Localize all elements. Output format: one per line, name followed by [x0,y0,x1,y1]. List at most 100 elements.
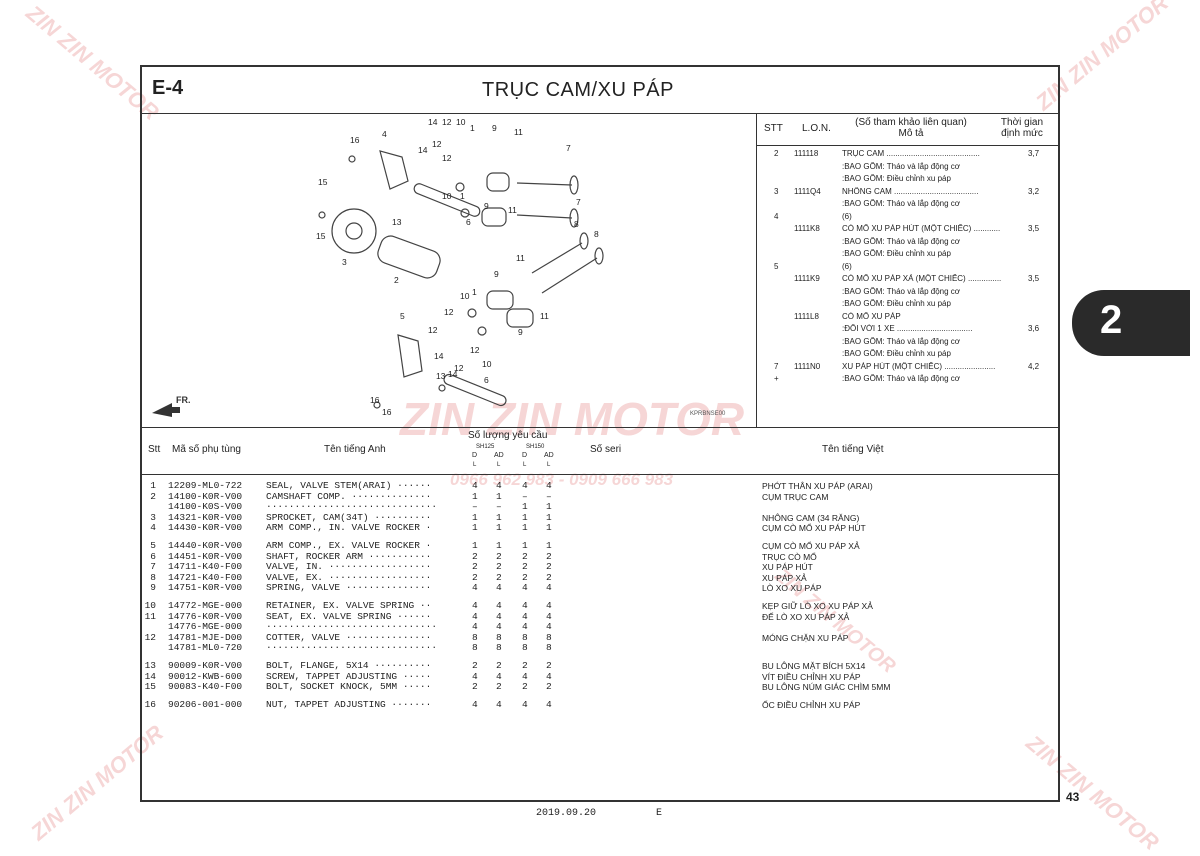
reference-row: +:BAO GỒM: Tháo và lắp động cơ [756,374,1060,386]
ref-desc: :BAO GỒM: Điều chỉnh xu páp [842,249,951,258]
ref-lon: 1111L8 [794,311,819,321]
svg-text:11: 11 [516,253,525,263]
part-name-vn: ỐC ĐIỀU CHỈNH XU PÁP [762,699,861,710]
part-row[interactable]: 14781-ML0-720···························… [142,643,1058,653]
part-number: 12209-ML0-722 [168,480,243,491]
part-stt: 2 [150,490,156,502]
svg-text:12: 12 [470,345,480,355]
part-name-vn: PHỚT THÂN XU PÁP (ARAI) [762,481,873,491]
part-qty: 2 [546,660,552,671]
col-stt: Stt [148,444,161,455]
ref-stt: 7 [774,361,779,371]
part-name-vn: TRỤC CÒ MỔ [762,551,817,562]
part-name-vn: BU LÔNG NÚM GIÁC CHÌM 5MM [762,682,891,693]
front-arrow-icon [152,403,180,417]
part-row[interactable]: 2 14100-K0R-V00 CAMSHAFT COMP. ···········… [142,490,1058,502]
svg-text:12: 12 [442,153,452,163]
col-name-en: Tên tiếng Anh [324,444,386,455]
svg-text:7: 7 [576,197,581,207]
part-qty: 4 [522,600,528,611]
part-number: 90083-K40-F00 [168,681,243,693]
part-name-en: CAMSHAFT COMP. ·············· [266,490,432,502]
col-variant-3: D [522,452,528,459]
footer-date: 2019.09.20 [536,808,597,819]
ref-time: 4,2 [1028,361,1040,371]
svg-text:5: 5 [400,311,405,321]
part-qty: 4 [496,582,502,594]
ref-desc: TRỤC CAM ...............................… [842,149,980,158]
svg-text:14: 14 [448,369,458,379]
part-qty: 1 [522,511,528,523]
part-name-vn: KẸP GIỮ LÒ XO XU PÁP XẢ [762,601,873,611]
reference-table: STT L.O.N. (Số tham khảo liên quan) Mô t… [756,113,1060,427]
ref-desc: :BAO GỒM: Tháo và lắp động cơ [842,199,961,208]
part-number: 14721-K40-F00 [168,571,243,583]
part-qty: 2 [546,681,552,693]
col-variant-4: AD [544,452,554,459]
part-row[interactable]: 14100-K0S-V00···························… [142,502,1058,512]
valve-spring-4 [506,308,534,328]
ref-desc: :ĐỐI VỚI 1 XE ..........................… [842,324,973,333]
callout-labels: 14 12 10 1 9 11 7 16 4 14 12 12 10 1 9 1… [316,117,599,417]
part-row[interactable]: 14776-MGE-000···························… [142,622,1058,632]
part-name-vn: NHÔNG CAM (34 RĂNG) [762,512,860,523]
part-qty: 2 [522,571,528,583]
chapter-tab[interactable]: 2 [1072,290,1190,356]
svg-text:15: 15 [318,177,328,187]
svg-text:16: 16 [350,135,360,145]
part-name-en: COTTER, VALVE ··············· [266,631,432,643]
col-serial: Số seri [590,444,622,455]
col-variant-2: AD [494,452,504,459]
reference-row: :BAO GỒM: Tháo và lắp động cơ [756,199,1060,211]
part-qty: – [546,490,552,502]
part-qty: 4 [546,698,552,710]
part-name-vn: BU LÔNG MẶT BÍCH 5X14 [762,661,866,671]
ref-lon: 1111N0 [794,361,821,371]
part-stt: 9 [150,582,156,594]
part-qty: 1 [496,490,502,502]
svg-text:6: 6 [466,217,471,227]
part-number: 14100-K0R-V00 [168,490,243,502]
valve-in-1 [516,182,573,186]
reference-row: :ĐỐI VỚI 1 XE ..........................… [756,324,1060,336]
part-qty: 4 [496,480,502,491]
part-qty: 4 [496,621,502,633]
col-sub-2: L [497,462,501,468]
part-stt: 14 [144,670,156,682]
part-stt: 16 [144,698,156,710]
svg-text:12: 12 [454,363,464,373]
part-qty: 1 [472,522,478,534]
svg-text:3: 3 [342,257,347,267]
part-name-en: ARM COMP., IN. VALVE ROCKER · [266,522,432,534]
part-name-en: SEAT, EX. VALVE SPRING ······ [266,610,432,622]
part-name-en: BOLT, FLANGE, 5X14 ·········· [266,660,432,671]
rocker-shaft-bottom [443,373,507,407]
ref-stt: 5 [774,261,779,271]
svg-text:1: 1 [460,191,465,201]
svg-text:12: 12 [432,139,442,149]
reference-row: 4(6) [756,212,1060,224]
chapter-tab-label: 2 [1100,298,1123,342]
svg-text:8: 8 [574,219,579,229]
part-qty: 4 [546,480,552,491]
part-qty: 2 [496,571,502,583]
page-number: 43 [1066,790,1080,804]
part-qty: 4 [472,670,478,682]
